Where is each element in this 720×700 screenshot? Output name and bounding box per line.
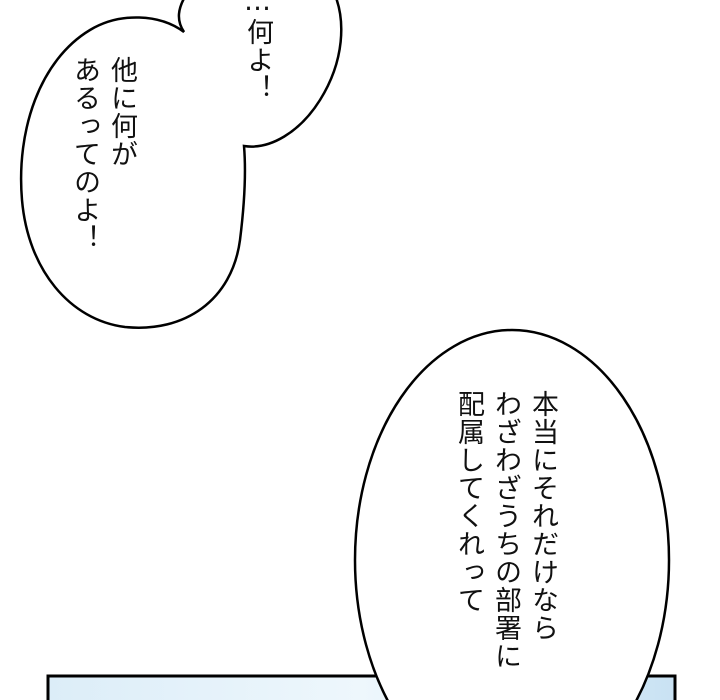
bubble-right-text: 本当にそれだけなら わざわざうちの部署に 配属してくれって — [450, 390, 561, 670]
bubble-top-text: …何よ！ — [242, 0, 273, 102]
bubble-left-line-1: 他に何が — [106, 56, 137, 168]
bubble-left-line-2: あるってのよ！ — [69, 56, 100, 252]
speech-bubble-top-left — [19, 0, 343, 329]
bubble-right-line-2: わざわざうちの部署に — [490, 390, 521, 670]
bubble-right-line-3: 配属してくれって — [453, 390, 484, 614]
speech-bubble-right — [353, 328, 671, 700]
bubble-left-text: 他に何が あるってのよ！ — [66, 56, 140, 252]
bubble-right-line-1: 本当にそれだけなら — [527, 390, 558, 642]
